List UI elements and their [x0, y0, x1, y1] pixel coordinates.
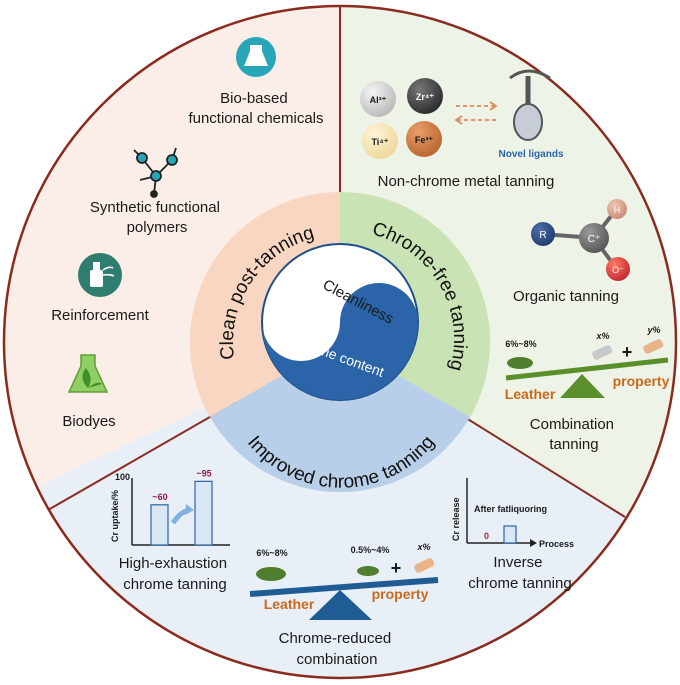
metal-ion-al: Al³⁺ [360, 81, 396, 117]
svg-text:6%~8%: 6%~8% [505, 339, 536, 349]
svg-text:Leather: Leather [264, 596, 315, 612]
svg-text:x%: x% [416, 542, 430, 552]
metal-ion-ti: Ti⁴⁺ [362, 123, 398, 159]
left-sector: Bio-based functional chemicals Synthetic… [51, 37, 324, 430]
sector-dividers [47, 6, 626, 518]
ring-bottom-segment [210, 342, 470, 493]
svg-text:Cr release: Cr release [451, 497, 461, 541]
synthetic-polymers-label: Synthetic functional polymers [90, 199, 224, 236]
svg-text:After fatliquoring: After fatliquoring [474, 504, 547, 514]
exchange-arrows [454, 101, 498, 125]
chrome-reduced-seesaw: 6%~8% 0.5%~4% + x% Leather property [249, 542, 439, 620]
svg-text:+: + [622, 342, 633, 362]
svg-text:C⁺: C⁺ [588, 234, 601, 245]
svg-text:6%~8%: 6%~8% [256, 548, 287, 558]
polymer-network-icon [133, 147, 178, 198]
svg-text:Al³⁺: Al³⁺ [370, 95, 387, 105]
non-chrome-metal-label: Non-chrome metal tanning [378, 173, 555, 190]
reinforcement-label: Reinforcement [51, 307, 149, 324]
ligand-icon [509, 69, 551, 141]
svg-text:R: R [539, 230, 546, 241]
cr-uptake-chart: 100 Cr uptake/% ~60 ~95 [110, 468, 230, 546]
yin-yang: Cleanliness Chrome content [261, 243, 419, 401]
uptake-bar-1 [150, 504, 169, 546]
svg-text:+: + [391, 558, 402, 578]
svg-text:Zr⁴⁺: Zr⁴⁺ [416, 92, 434, 102]
svg-text:Fe³⁺: Fe³⁺ [415, 135, 434, 145]
bar1-value-label: ~60 [152, 492, 167, 502]
svg-text:property: property [613, 373, 670, 389]
combination-seesaw: 6%~8% x% + y% Leather property [505, 325, 670, 402]
leaf-flask-icon [67, 354, 109, 393]
bio-based-label: Bio-based functional chemicals [188, 90, 323, 127]
organic-molecule-icon: R C⁺ H O⁻ [531, 199, 630, 281]
right-sector: Al³⁺ Zr⁴⁺ Ti⁴⁺ Fe³⁺ Novel ligands Non-ch… [360, 69, 670, 453]
release-bar [503, 525, 517, 544]
svg-text:Cr uptake/%: Cr uptake/% [110, 490, 120, 542]
yin-yang-blue-half [262, 283, 418, 400]
svg-text:0.5%~4%: 0.5%~4% [351, 545, 390, 555]
svg-text:property: property [372, 586, 429, 602]
svg-text:x%: x% [595, 331, 609, 341]
svg-text:Process: Process [539, 539, 574, 549]
bottom-sector: 100 Cr uptake/% ~60 ~95 High-exhaustion … [110, 468, 574, 668]
ligand-label: Novel ligands [498, 149, 563, 160]
spray-bottle-icon [78, 253, 122, 297]
cr-release-chart: Cr release Process After fatliquoring 0 [451, 478, 574, 549]
high-exhaustion-label: High-exhaustion chrome tanning [119, 555, 232, 593]
bottom-sector-bg [4, 342, 676, 678]
svg-text:Leather: Leather [505, 386, 556, 402]
svg-text:H: H [614, 205, 621, 215]
combination-tanning-label: Combination tanning [530, 416, 618, 453]
svg-text:0: 0 [484, 531, 489, 541]
flask-icon [236, 37, 276, 77]
inverse-chrome-label: Inverse chrome tanning [468, 554, 571, 592]
chrome-reduced-label: Chrome-reduced combination [279, 630, 396, 668]
svg-text:y%: y% [646, 325, 660, 335]
organic-tanning-label: Organic tanning [513, 288, 619, 305]
svg-text:O⁻: O⁻ [612, 265, 624, 275]
outer-border [2, 4, 678, 680]
svg-text:Ti⁴⁺: Ti⁴⁺ [371, 137, 388, 147]
biodyes-label: Biodyes [62, 413, 115, 430]
metal-ion-zr: Zr⁴⁺ [407, 78, 443, 114]
metal-ion-fe: Fe³⁺ [406, 121, 442, 157]
uptake-bar-2 [194, 480, 213, 546]
bar2-value-label: ~95 [196, 468, 211, 478]
svg-text:100: 100 [115, 472, 130, 482]
